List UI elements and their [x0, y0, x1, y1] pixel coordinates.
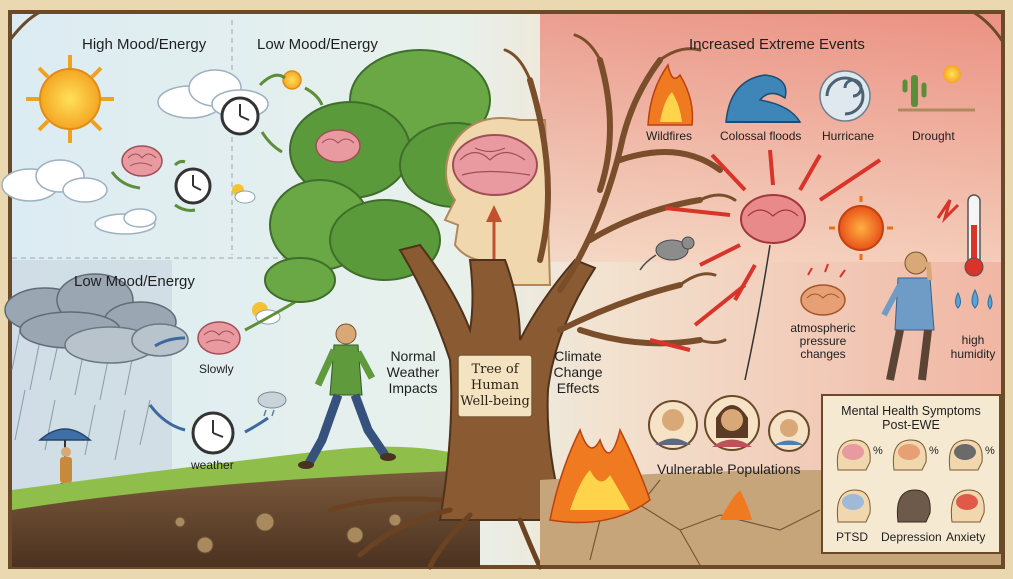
upward-arrow-head-icon	[486, 205, 502, 222]
increased-extreme-events-label: Increased Extreme Events	[689, 36, 865, 53]
low-mood-label-top: Low Mood/Energy	[257, 36, 378, 53]
climate-change-effects-label: Climate Change Effects	[553, 348, 603, 396]
cycle-arrows-icon	[110, 73, 324, 332]
pressure-brain-icon	[800, 263, 846, 316]
brain-2-icon	[197, 321, 241, 355]
bare-branches	[527, 57, 723, 347]
drought-cactus-icon	[898, 65, 975, 112]
rain-cloud-small-icon	[257, 391, 287, 417]
slowly-label: Slowly	[199, 362, 234, 376]
mh-head-1-icon	[836, 439, 871, 471]
percent-1: %	[873, 445, 883, 457]
soil-ground	[12, 470, 480, 567]
cloud-2-icon	[1, 159, 108, 203]
colossal-floods-label: Colossal floods	[720, 129, 802, 143]
hurricane-label: Hurricane	[822, 129, 875, 143]
mh-head-2-icon	[892, 439, 927, 471]
partly-cloudy-icon	[232, 184, 256, 204]
weather-label: weather	[191, 458, 234, 472]
cycle-arrows-2-icon	[148, 336, 269, 434]
thermometer-icon	[964, 194, 984, 277]
hurricane-icon	[819, 70, 871, 122]
mental-health-title: Mental Health Symptoms Post-EWE	[841, 404, 981, 432]
rat-icon	[639, 236, 695, 271]
flood-wave-icon	[725, 74, 802, 123]
hot-sun-icon	[829, 196, 893, 260]
heat-bolt-icon	[936, 199, 960, 224]
mental-health-box	[821, 394, 1001, 554]
humidity-drops-icon	[955, 288, 993, 310]
wildfires-label: Wildfires	[646, 129, 693, 143]
walking-man-icon	[298, 323, 396, 469]
normal-weather-impacts-label: Normal Weather Impacts	[386, 348, 440, 396]
high-humidity-label: high humidity	[950, 333, 996, 361]
rain-streaks-icon	[11, 329, 151, 461]
cloud-3-icon	[94, 208, 157, 235]
wildfire-icon	[647, 63, 694, 126]
anxiety-head-icon	[950, 489, 985, 523]
depression-head-icon	[896, 489, 931, 523]
anxiety-label: Anxiety	[946, 530, 986, 544]
percent-3: %	[985, 445, 995, 457]
low-mood-label-left: Low Mood/Energy	[74, 273, 195, 290]
percent-2: %	[929, 445, 939, 457]
elderly-man-portrait	[648, 400, 698, 450]
impact-arrows-icon	[649, 149, 882, 352]
head-brain-icon	[452, 134, 538, 196]
frame-border	[8, 10, 1005, 569]
canopy-brain-icon	[315, 129, 361, 163]
tree-label-scroll	[457, 354, 533, 418]
high-mood-label-top: High Mood/Energy	[82, 36, 207, 53]
clock-3-icon	[191, 411, 235, 455]
atmospheric-pressure-label: atmospheric pressure changes	[790, 321, 856, 361]
child-portrait	[768, 410, 810, 452]
mh-head-3-icon	[948, 439, 983, 471]
tree-of-wellbeing-label: Tree of Human Well-being	[460, 362, 530, 409]
fire-icon	[549, 427, 752, 524]
vulnerable-populations-label: Vulnerable Populations	[657, 461, 801, 477]
clock-icon	[220, 96, 260, 136]
brain-icon	[121, 145, 163, 177]
bare-twigs	[503, 33, 737, 344]
umbrella-person-icon	[38, 428, 92, 497]
drought-label: Drought	[912, 129, 955, 143]
ptsd-head-icon	[836, 489, 871, 523]
stressed-man-icon	[881, 251, 935, 381]
sun-icon	[26, 55, 114, 143]
sun-small-icon	[282, 70, 302, 90]
underground-pebbles-icon	[174, 512, 402, 554]
clock-2-icon	[174, 167, 212, 205]
depression-label: Depression	[881, 530, 942, 544]
frame-corner-scrolls	[8, 10, 1005, 569]
ptsd-label: PTSD	[836, 530, 869, 544]
woman-portrait	[704, 395, 760, 451]
down-arrow-icon	[744, 244, 771, 381]
red-sky-brain-icon	[740, 194, 806, 244]
